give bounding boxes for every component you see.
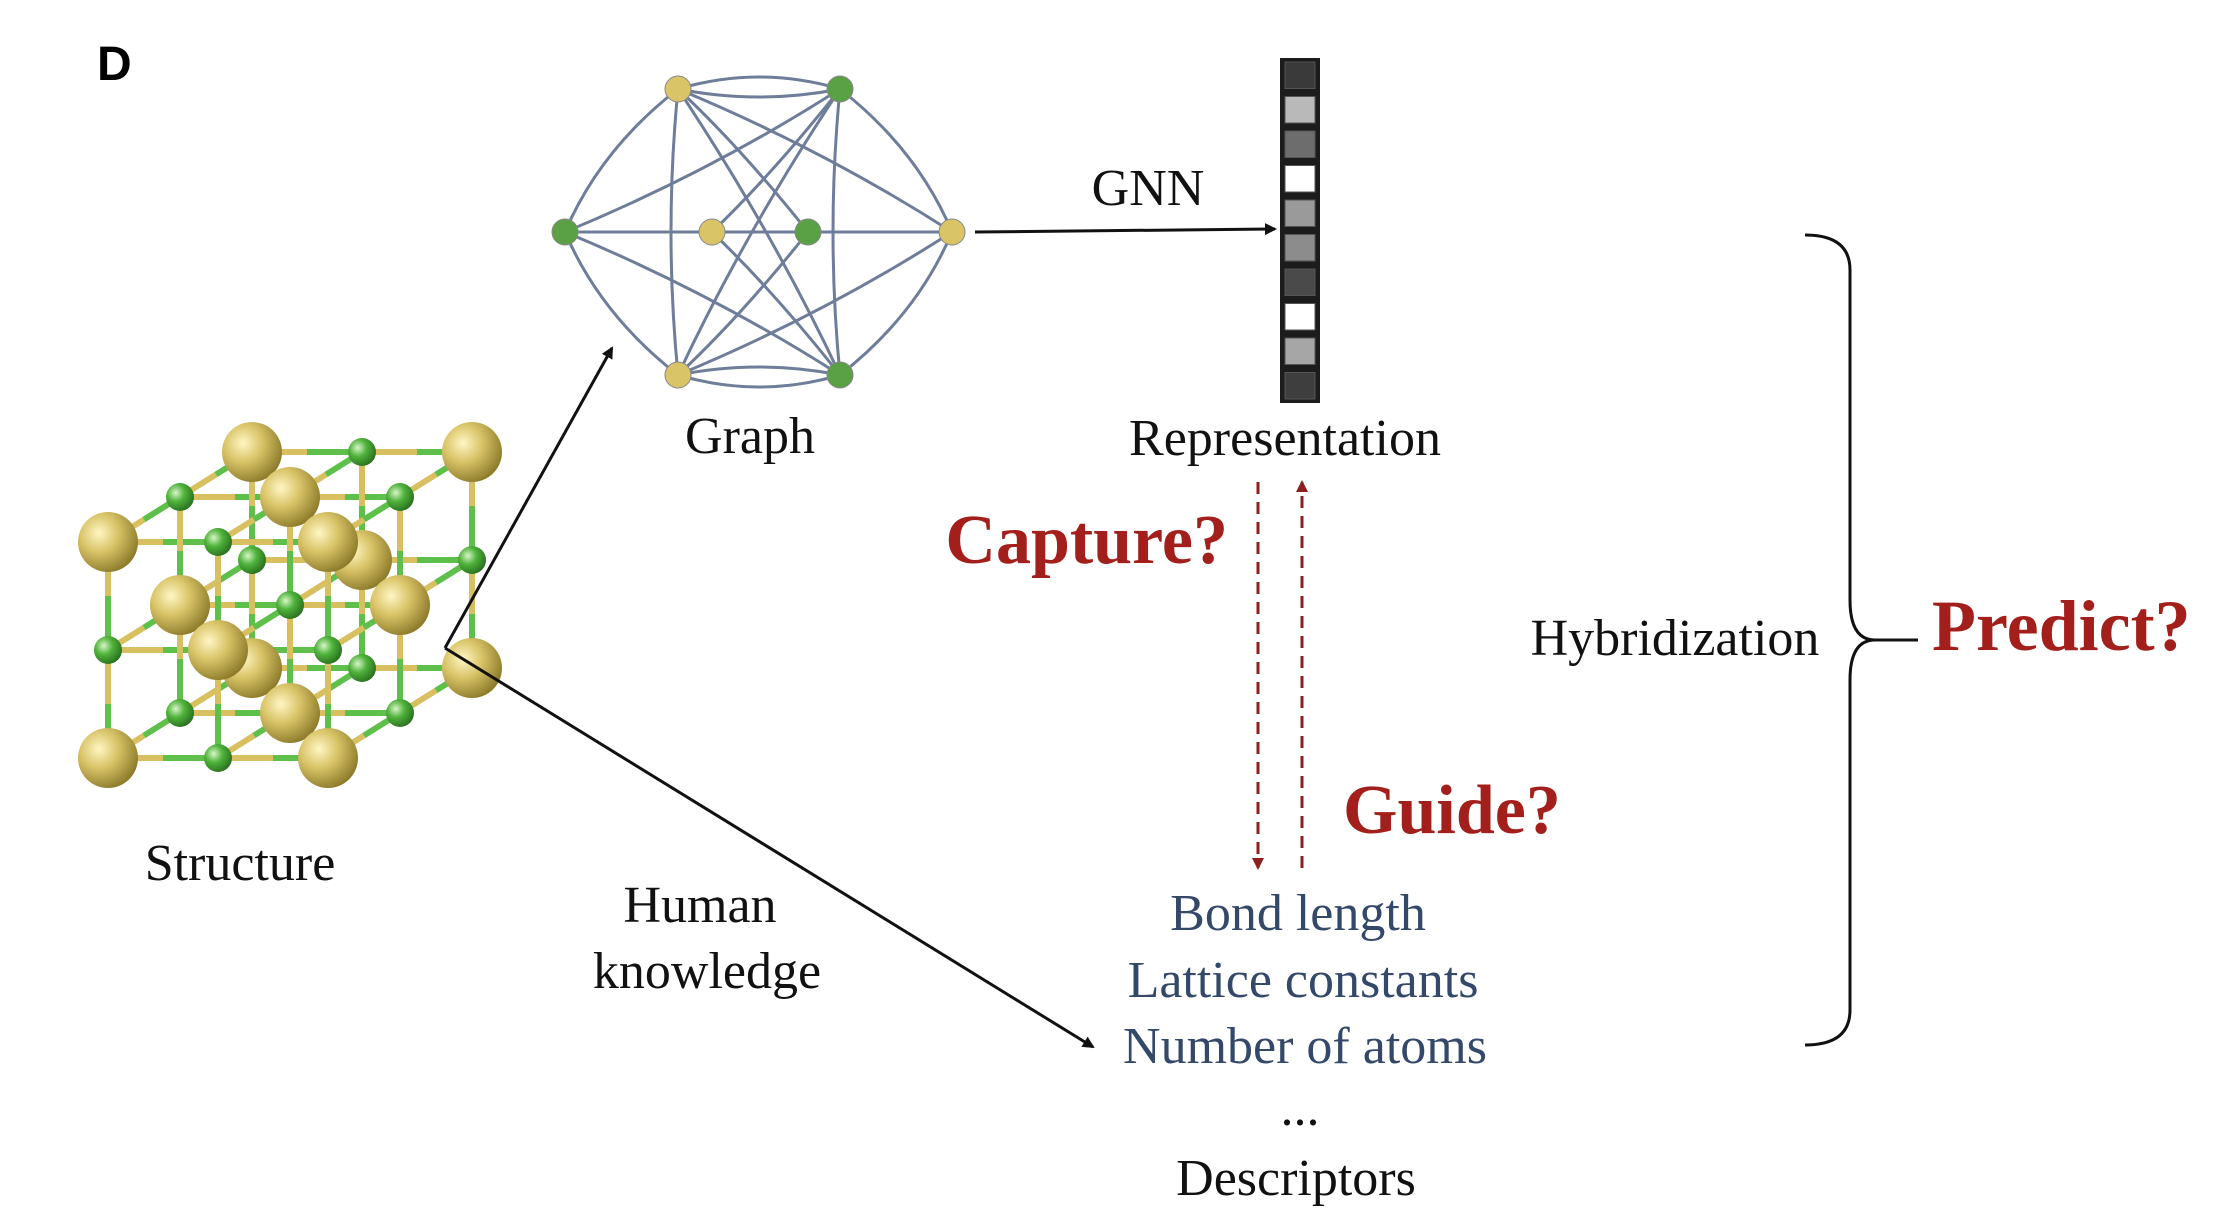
representation-vector-cell: [1284, 234, 1316, 262]
graph-edge: [677, 87, 841, 99]
graph-edge: [563, 87, 679, 233]
graph-node-gold: [938, 218, 966, 246]
crystal-atom-green: [166, 699, 194, 727]
ellipsis: ...: [1281, 1080, 1320, 1137]
graph-edge: [669, 88, 680, 376]
graph-edge: [839, 87, 954, 233]
structure-label: Structure: [145, 835, 336, 892]
descriptor-item: Bond length: [1170, 885, 1426, 942]
descriptors-label: Descriptors: [1176, 1150, 1416, 1207]
human-knowledge-label-line1: Human: [623, 877, 776, 934]
human-knowledge-label-line2: knowledge: [593, 943, 821, 1000]
graph-edge: [564, 87, 841, 234]
graph-edge: [831, 88, 842, 376]
crystal-atom-green: [458, 546, 486, 574]
representation-vector-cell: [1284, 165, 1316, 193]
crystal-atom-gold: [150, 575, 210, 635]
crystal-atom-green: [166, 483, 194, 511]
graph-node-gold: [698, 218, 726, 246]
crystal-atom-gold: [260, 683, 320, 743]
gnn-arrow: [974, 223, 1277, 236]
crystal-atom-gold: [260, 467, 320, 527]
graph-node-gold: [664, 361, 692, 389]
graph-edge: [710, 230, 842, 376]
graph-edge: [677, 75, 841, 91]
graph-edge: [710, 88, 842, 234]
crystal-atom-green: [238, 546, 266, 574]
descriptor-list: Bond length Lattice constants Number of …: [1123, 885, 1487, 1075]
crystal-atom-gold: [442, 638, 502, 698]
graph-edge: [677, 373, 841, 389]
graph-node-green: [826, 75, 854, 103]
graph-edge: [677, 230, 953, 377]
graph-edge: [677, 365, 841, 377]
graph-network-illustration: [551, 75, 966, 389]
crystal-atom-green: [204, 528, 232, 556]
crystal-atom-gold: [370, 575, 430, 635]
representation-vector-cell: [1284, 199, 1316, 227]
graph-edge: [677, 87, 953, 234]
representation-vector: [1280, 58, 1320, 403]
gnn-label: GNN: [1092, 160, 1205, 217]
crystal-atom-green: [204, 744, 232, 772]
representation-vector-cell: [1284, 372, 1316, 400]
graph-node-gold: [664, 75, 692, 103]
crystal-atom-green: [348, 654, 376, 682]
graph-edge: [564, 230, 841, 377]
crystal-atom-gold: [78, 512, 138, 572]
crystal-atom-green: [386, 483, 414, 511]
graph-edge: [563, 231, 679, 377]
crystal-atom-gold: [222, 422, 282, 482]
crystal-atom-green: [314, 636, 342, 664]
crystal-atom-gold: [298, 512, 358, 572]
representation-vector-cell: [1284, 61, 1316, 89]
graph-node-green: [794, 218, 822, 246]
crystal-atom-green: [348, 438, 376, 466]
predict-label: Predict?: [1932, 586, 2191, 666]
representation-vector-cell: [1284, 96, 1316, 124]
guide-label: Guide?: [1343, 772, 1561, 849]
representation-vector-cell: [1284, 337, 1316, 365]
representation-vector-cell: [1284, 268, 1316, 296]
representation-vector-cell: [1284, 130, 1316, 158]
graph-node-green: [551, 218, 579, 246]
structure-to-descriptors-arrow: [444, 646, 1095, 1049]
crystal-atom-green: [276, 591, 304, 619]
crystal-atom-gold: [78, 728, 138, 788]
representation-label: Representation: [1129, 410, 1441, 467]
crystal-atom-gold: [188, 620, 248, 680]
capture-label: Capture?: [945, 502, 1228, 579]
hybridization-label: Hybridization: [1531, 610, 1820, 667]
structure-to-graph-arrow: [443, 346, 614, 649]
graph-label: Graph: [685, 408, 815, 465]
graph-edge: [676, 231, 810, 377]
graph-edge: [676, 87, 810, 233]
descriptor-item: Number of atoms: [1123, 1018, 1487, 1075]
panel-label: D: [97, 38, 132, 91]
graph-edge: [839, 231, 954, 377]
crystal-structure-illustration: [78, 422, 502, 788]
graph-node-green: [826, 361, 854, 389]
crystal-atom-green: [94, 636, 122, 664]
crystal-atom-green: [386, 699, 414, 727]
crystal-atom-gold: [298, 728, 358, 788]
representation-vector-cell: [1284, 303, 1316, 331]
crystal-atom-gold: [442, 422, 502, 482]
descriptor-item: Lattice constants: [1128, 952, 1479, 1009]
